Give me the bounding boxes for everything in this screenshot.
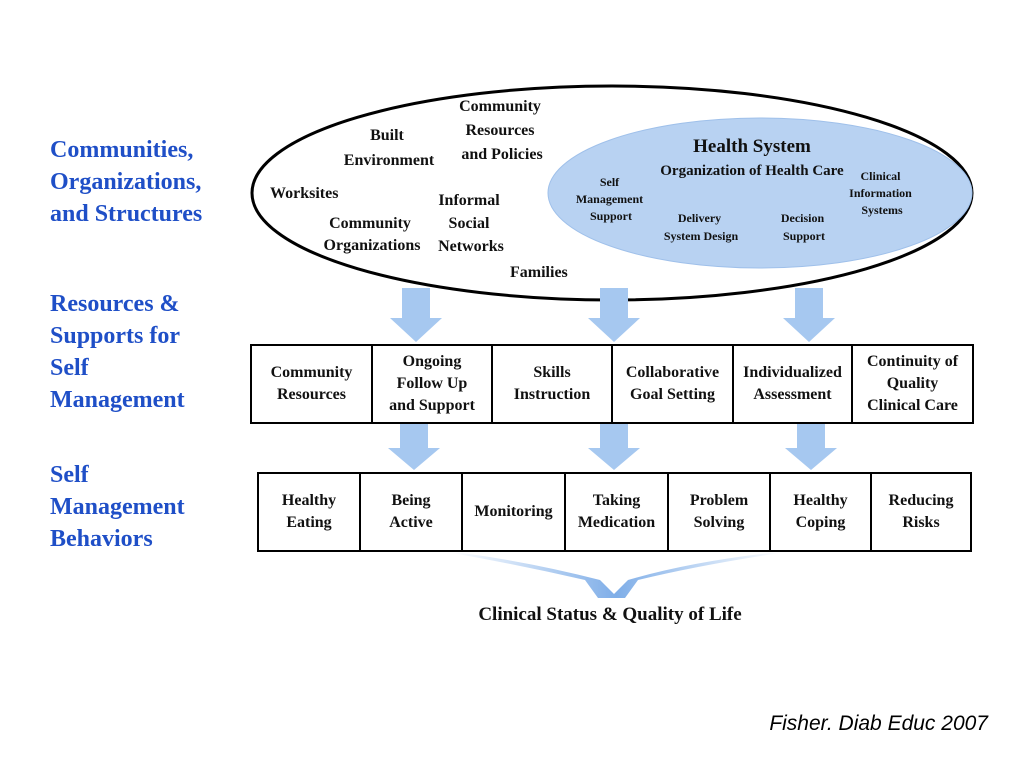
- behavior-cell: Healthy Coping: [771, 474, 872, 550]
- built-environment-text: Built Environment: [344, 127, 435, 169]
- decision-support-text: Decision Support: [781, 211, 827, 243]
- converging-arrow-icon: [452, 553, 780, 598]
- clinical-information-systems-text: Clinical Information Systems: [849, 169, 915, 217]
- behavior-cell: Being Active: [361, 474, 463, 550]
- resource-cell: Ongoing Follow Up and Support: [373, 346, 493, 422]
- behavior-cell: Problem Solving: [669, 474, 771, 550]
- resource-cell: Collaborative Goal Setting: [613, 346, 734, 422]
- arrow-down-icon: [783, 288, 835, 342]
- organization-of-health-care-text: Organization of Health Care: [660, 163, 844, 179]
- arrow-down-icon: [588, 288, 640, 342]
- arrow-down-icon: [588, 424, 640, 470]
- label-self-management-behaviors: Self Management Behaviors: [50, 462, 185, 552]
- label-communities-organizations-structures: Communities, Organizations, and Structur…: [50, 137, 203, 227]
- informal-social-networks-text: Informal Social Networks: [438, 192, 504, 255]
- resource-cell: Skills Instruction: [493, 346, 613, 422]
- health-system-ellipse: [547, 117, 973, 269]
- resource-cell: Individualized Assessment: [734, 346, 853, 422]
- arrow-down-icon: [388, 424, 440, 470]
- self-management-behaviors-row: Healthy Eating Being Active Monitoring T…: [257, 472, 972, 552]
- label-resources-supports: Resources & Supports for Self Management: [50, 291, 185, 413]
- resource-cell: Continuity of Quality Clinical Care: [866, 353, 959, 414]
- citation-text: Fisher. Diab Educ 2007: [769, 712, 988, 735]
- arrow-down-icon: [390, 288, 442, 342]
- resources-supports-row: Community Resources Ongoing Follow Up an…: [250, 344, 974, 424]
- families-text: Families: [510, 264, 568, 281]
- behavior-cell: Healthy Eating: [259, 474, 361, 550]
- outcome-label: Clinical Status & Quality of Life: [478, 604, 742, 625]
- behavior-cell: Taking Medication: [566, 474, 669, 550]
- behavior-cell: Reducing Risks: [888, 492, 954, 531]
- worksites-text: Worksites: [270, 185, 338, 202]
- resource-cell: Community Resources: [252, 346, 373, 422]
- arrow-down-icon: [785, 424, 837, 470]
- behavior-cell: Monitoring: [463, 474, 566, 550]
- community-organizations-text: Community Organizations: [324, 215, 421, 254]
- community-resources-policies-text: Community Resources and Policies: [459, 98, 545, 163]
- health-system-title: Health System: [693, 136, 811, 157]
- self-management-support-text: Self Management Support: [576, 175, 646, 223]
- delivery-system-design-text: Delivery System Design: [664, 211, 739, 243]
